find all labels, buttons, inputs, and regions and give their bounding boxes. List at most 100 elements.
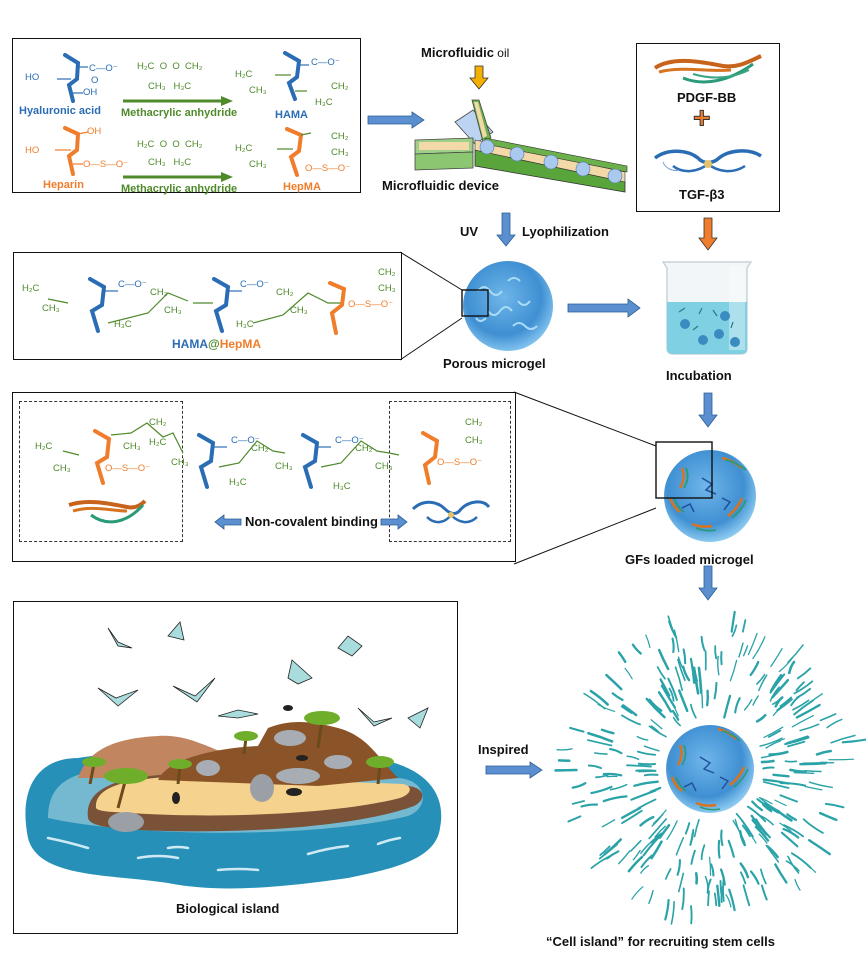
- stem-cell: [796, 687, 812, 699]
- stem-cell: [650, 725, 661, 735]
- arrow-microgel-to-incubation: [567, 298, 641, 318]
- cell-island-illustration: [554, 610, 866, 925]
- stem-cell: [595, 774, 609, 779]
- binding-ch3-4: CH₃: [275, 461, 293, 472]
- stem-cell: [802, 818, 824, 834]
- stem-cell: [774, 863, 788, 884]
- anhydride-bottom-formula: H₂C O O CH₂: [137, 139, 203, 150]
- stem-cell: [751, 800, 764, 812]
- hepma-ch2: CH₂: [331, 131, 349, 142]
- stem-cell: [620, 705, 633, 714]
- stem-cell: [609, 783, 628, 791]
- stem-cell: [601, 819, 616, 828]
- tgf-beta3-protein-icon: [653, 149, 762, 173]
- stem-cell: [648, 890, 654, 904]
- reagent-label-top: Methacrylic anhydride: [121, 107, 238, 119]
- stem-cell: [756, 673, 766, 685]
- heparin-ho: HO: [25, 145, 40, 156]
- binding-h2c: H₂C: [35, 441, 53, 452]
- stem-cell: [752, 636, 766, 660]
- heparin-label: Heparin: [43, 179, 84, 191]
- stem-cell: [605, 673, 623, 691]
- stem-cell: [667, 677, 678, 701]
- porous-microgel-sphere: [461, 261, 553, 351]
- hepma-ch3-1: CH₃: [249, 159, 267, 170]
- stem-cell: [792, 699, 810, 711]
- cell-island-label: “Cell island” for recruiting stem cells: [546, 934, 776, 949]
- binding-sulfate-1: O—S—O⁻: [105, 463, 151, 474]
- stem-cell: [640, 865, 650, 874]
- stem-cell: [795, 703, 821, 719]
- stem-cell: [762, 803, 773, 813]
- stem-cell: [690, 849, 696, 865]
- gf-loaded-microgel-sphere: [655, 441, 756, 542]
- pdgf-binding-region: [19, 401, 183, 542]
- stem-cell: [768, 750, 789, 756]
- stem-cell: [682, 648, 687, 665]
- inspired-label: Inspired: [478, 742, 529, 757]
- pdgf-bb-label: PDGF-BB: [677, 90, 737, 105]
- stem-cell: [671, 709, 680, 721]
- gfs-loaded-microgel-label: GFs loaded microgel: [625, 552, 754, 567]
- hama-methyl-1: CH₃: [249, 85, 267, 96]
- uv-label: UV: [460, 224, 479, 239]
- stem-cell: [609, 748, 623, 755]
- binding-arrow-left: [214, 514, 242, 530]
- zoom-lines-polymer: [399, 251, 463, 361]
- stem-cell: [772, 704, 784, 717]
- stem-cell: [694, 872, 699, 885]
- stem-cell: [649, 786, 662, 793]
- stem-cell: [556, 748, 573, 751]
- stem-cell: [714, 645, 718, 660]
- bound-pdgf-bb-icon: [68, 499, 147, 524]
- stem-cell: [720, 829, 724, 847]
- stem-cell: [580, 803, 599, 808]
- arrow-incubation-to-gf-microgel: [698, 392, 718, 428]
- stem-cell: [770, 673, 783, 692]
- stem-cell: [689, 657, 696, 684]
- stem-cell: [758, 674, 768, 692]
- stem-cell: [812, 693, 823, 701]
- stem-cell: [666, 820, 678, 840]
- polymer-ch3-1: CH₃: [42, 303, 60, 314]
- stem-cell: [755, 713, 767, 723]
- island-illustration: [25, 621, 442, 889]
- stem-cell: [626, 755, 640, 761]
- stem-cell: [689, 831, 694, 846]
- stem-cell: [583, 692, 606, 710]
- stem-cell: [690, 905, 693, 925]
- stem-cell: [722, 875, 725, 902]
- stem-cell: [747, 632, 758, 656]
- hepma-backbone: [277, 127, 312, 177]
- stem-cell: [586, 739, 613, 747]
- stem-cell: [671, 637, 675, 654]
- stem-cell: [684, 822, 691, 835]
- stem-cell: [624, 667, 633, 680]
- stem-cell: [651, 832, 663, 844]
- stem-cell: [794, 878, 801, 891]
- stem-cell: [749, 870, 760, 885]
- stem-cell: [769, 686, 780, 702]
- polymer-ch2-1: CH₂: [150, 287, 168, 298]
- stem-cell: [677, 689, 689, 713]
- zoom-lines-binding: [513, 391, 657, 565]
- stem-cell: [640, 837, 656, 854]
- stem-cell: [729, 659, 738, 682]
- inspired-arrow: [485, 761, 543, 779]
- stem-cell: [730, 610, 736, 633]
- hepma-h2c: H₂C: [235, 143, 253, 154]
- stem-cell: [819, 713, 837, 722]
- stem-cell: [808, 839, 831, 856]
- hama-methacrylate-1: H₂C: [235, 69, 253, 80]
- stem-cell: [755, 818, 771, 839]
- binding-sulfate-2: O—S—O⁻: [437, 457, 483, 468]
- stem-cell: [759, 737, 783, 747]
- microfluidic-device-label: Microfluidic device: [382, 178, 500, 193]
- stem-cell: [630, 839, 642, 852]
- incubation-beaker: [661, 261, 753, 355]
- arrow-to-device: [367, 111, 425, 129]
- hama-coo: C—O⁻: [311, 57, 340, 68]
- reaction-arrow-top: [123, 96, 233, 106]
- stem-cell: [643, 773, 659, 777]
- stem-cell: [648, 698, 663, 712]
